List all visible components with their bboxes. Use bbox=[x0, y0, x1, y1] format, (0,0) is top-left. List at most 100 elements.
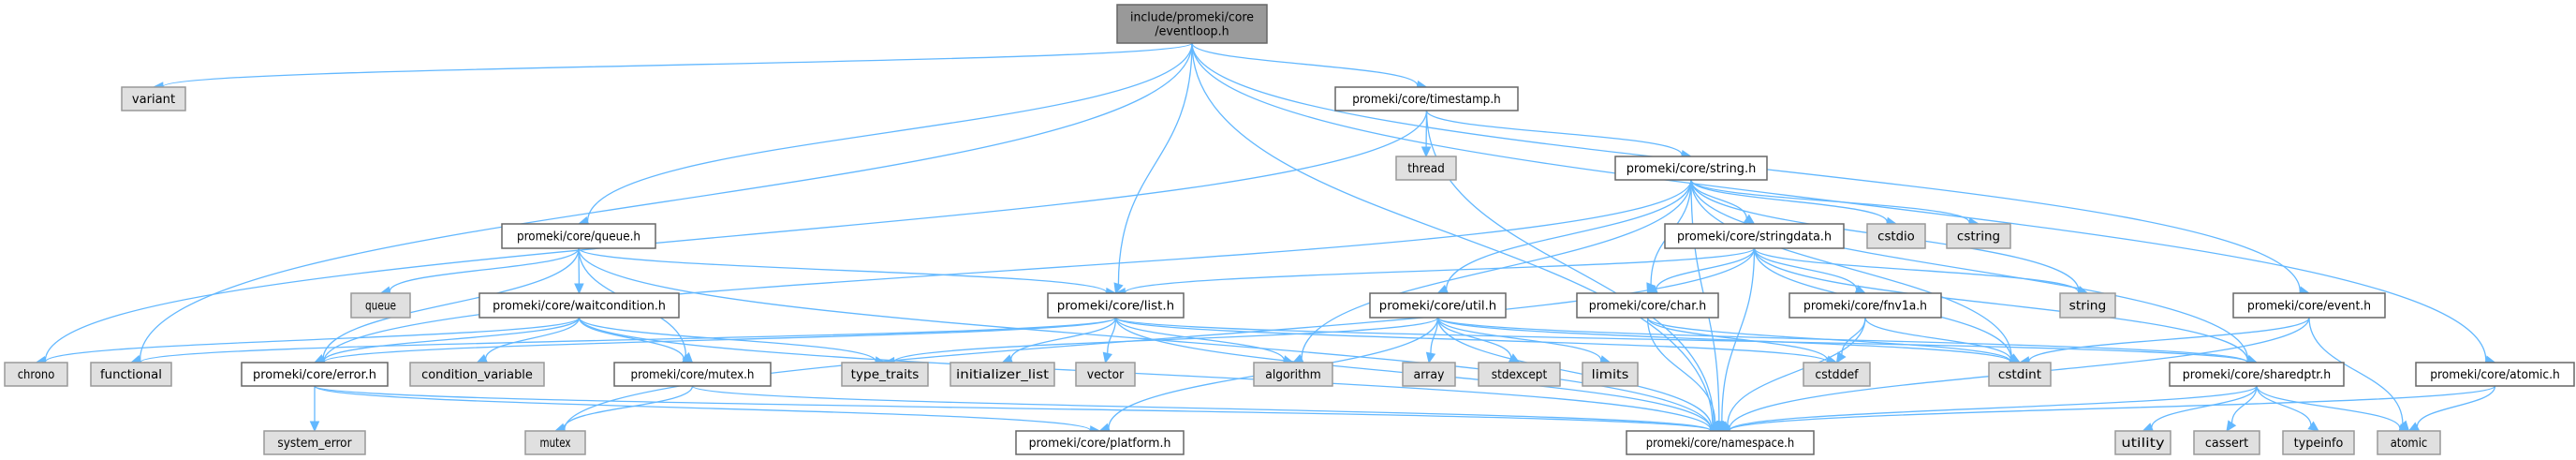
node-label: promeki/core/list.h bbox=[1057, 300, 1174, 314]
node-namespace[interactable]: promeki/core/namespace.h bbox=[1626, 430, 1815, 455]
node-box bbox=[4, 362, 68, 387]
node-box bbox=[1988, 362, 2052, 387]
node-label: type_traits bbox=[851, 368, 920, 382]
node-atomic-h[interactable]: promeki/core/atomic.h bbox=[2415, 362, 2575, 387]
node-label: promeki/core/namespace.h bbox=[1646, 437, 1794, 451]
node-error-h[interactable]: promeki/core/error.h bbox=[241, 362, 389, 387]
node-string[interactable]: string bbox=[2059, 292, 2116, 319]
edge-arrowhead bbox=[1113, 282, 1124, 295]
node-limits[interactable]: limits bbox=[1582, 362, 1639, 387]
edge-sharedptr-to-namespace bbox=[1718, 385, 2258, 436]
edge-line bbox=[2416, 385, 2496, 427]
node-platform[interactable]: promeki/core/platform.h bbox=[1015, 430, 1185, 455]
node-cstdint[interactable]: cstdint bbox=[1988, 362, 2052, 387]
edge-line bbox=[1445, 179, 1692, 289]
node-box bbox=[1116, 4, 1268, 44]
edge-arrowhead bbox=[1710, 420, 1721, 433]
node-char-h[interactable]: promeki/core/char.h bbox=[1576, 292, 1719, 319]
node-sharedptr[interactable]: promeki/core/sharedptr.h bbox=[2169, 362, 2345, 387]
edge-line bbox=[323, 317, 1117, 364]
node-label: string bbox=[2069, 300, 2107, 314]
node-cstdio[interactable]: cstdio bbox=[1866, 223, 1926, 249]
edge-line bbox=[578, 247, 1712, 430]
edge-char_h-to-cstdint bbox=[1646, 317, 2022, 366]
edge-line bbox=[2256, 385, 2401, 429]
node-vector[interactable]: vector bbox=[1075, 362, 1136, 387]
node-util-h[interactable]: promeki/core/util.h bbox=[1369, 292, 1507, 319]
node-mutex[interactable]: mutex bbox=[524, 430, 586, 455]
edge-line bbox=[139, 42, 1193, 361]
edge-line bbox=[322, 247, 580, 360]
node-timestamp[interactable]: promeki/core/timestamp.h bbox=[1334, 86, 1519, 111]
node-label: queue bbox=[365, 300, 396, 314]
edge-line bbox=[2308, 317, 2404, 424]
node-queue[interactable]: queue bbox=[350, 292, 411, 319]
node-eventloop[interactable]: include/promeki/core/eventloop.h bbox=[1116, 4, 1268, 44]
edge-waitcondition-to-type_traits bbox=[578, 317, 887, 366]
node-atomic[interactable]: atomic bbox=[2377, 430, 2441, 455]
node-typeinfo[interactable]: typeinfo bbox=[2282, 430, 2355, 455]
node-stdexcept[interactable]: stdexcept bbox=[1478, 362, 1561, 387]
node-thread[interactable]: thread bbox=[1395, 156, 1457, 181]
edge-list_h-to-error_h bbox=[313, 317, 1117, 367]
node-label: promeki/core/queue.h bbox=[517, 230, 640, 245]
node-queue-h[interactable]: promeki/core/queue.h bbox=[501, 223, 656, 249]
edge-line bbox=[1107, 317, 1117, 354]
node-box bbox=[121, 86, 186, 111]
node-cstring[interactable]: cstring bbox=[1946, 223, 2011, 249]
node-label: promeki/core/sharedptr.h bbox=[2183, 368, 2331, 382]
node-box bbox=[1576, 292, 1719, 319]
edge-arrowhead bbox=[1835, 351, 1847, 364]
edge-eventloop-to-queue_h bbox=[577, 42, 1193, 227]
node-box bbox=[1582, 362, 1639, 387]
edge-line bbox=[1656, 247, 1756, 290]
node-event-h[interactable]: promeki/core/event.h bbox=[2232, 292, 2386, 319]
node-box bbox=[2114, 430, 2171, 455]
node-box bbox=[949, 362, 1055, 387]
node-variant[interactable]: variant bbox=[121, 86, 186, 111]
node-condition-variable[interactable]: condition_variable bbox=[409, 362, 545, 387]
node-box bbox=[524, 430, 586, 455]
node-box bbox=[613, 362, 772, 387]
edge-arrowhead bbox=[1102, 351, 1112, 364]
node-box bbox=[409, 362, 545, 387]
edge-timestamp-to-string_h bbox=[1425, 110, 1693, 160]
edge-line bbox=[1301, 179, 1692, 359]
edge-sharedptr-to-atomic bbox=[2256, 385, 2410, 434]
edge-line bbox=[44, 317, 581, 363]
node-fnv1a[interactable]: promeki/core/fnv1a.h bbox=[1788, 292, 1942, 319]
node-utility[interactable]: utility bbox=[2114, 430, 2171, 455]
edge-arrowhead bbox=[1420, 146, 1432, 158]
node-cassert[interactable]: cassert bbox=[2193, 430, 2260, 455]
node-algorithm[interactable]: algorithm bbox=[1253, 362, 1333, 387]
node-chrono[interactable]: chrono bbox=[4, 362, 68, 387]
edge-error_h-to-namespace bbox=[314, 385, 1722, 436]
edge-line bbox=[1690, 179, 2012, 359]
node-list-h[interactable]: promeki/core/list.h bbox=[1047, 292, 1185, 319]
edge-line bbox=[1436, 317, 1713, 428]
node-waitcondition[interactable]: promeki/core/waitcondition.h bbox=[478, 292, 680, 319]
node-mutex-h[interactable]: promeki/core/mutex.h bbox=[613, 362, 772, 387]
node-box bbox=[841, 362, 929, 387]
edge-line bbox=[323, 317, 581, 362]
node-type-traits[interactable]: type_traits bbox=[841, 362, 929, 387]
node-box bbox=[1334, 86, 1519, 111]
edge-waitcondition-to-condition_variable bbox=[476, 317, 581, 364]
node-initializer-list[interactable]: initializer_list bbox=[949, 362, 1055, 387]
node-array[interactable]: array bbox=[1402, 362, 1456, 387]
node-stringdata[interactable]: promeki/core/stringdata.h bbox=[1664, 223, 1845, 249]
node-box bbox=[90, 362, 172, 387]
node-functional[interactable]: functional bbox=[90, 362, 172, 387]
node-box bbox=[263, 430, 366, 455]
node-cstddef[interactable]: cstddef bbox=[1803, 362, 1871, 387]
edge-list_h-to-vector bbox=[1102, 317, 1117, 364]
node-label: promeki/core/error.h bbox=[253, 368, 376, 382]
edge-queue_h-to-list_h bbox=[578, 247, 1117, 298]
edge-arrowhead bbox=[2226, 420, 2237, 433]
node-string-h[interactable]: promeki/core/string.h bbox=[1614, 156, 1768, 181]
node-label: promeki/core/event.h bbox=[2247, 300, 2371, 314]
node-system-error[interactable]: system_error bbox=[263, 430, 366, 455]
edge-line bbox=[586, 42, 1193, 222]
edge-line bbox=[1436, 317, 2011, 363]
